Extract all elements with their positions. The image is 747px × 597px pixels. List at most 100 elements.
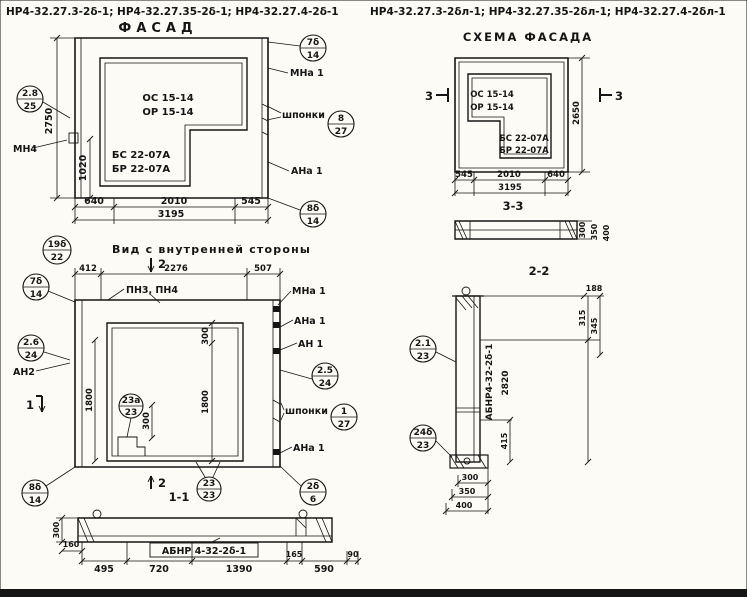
facade-scheme: ОС 15-14 ОР 15-14 БС 22-07А БР 22-07А 54… (425, 54, 623, 197)
callout-28-25: 2.8 25 (16, 85, 44, 113)
callout-bottom-number: 27 (338, 420, 351, 430)
section-mark-1: 1 (26, 398, 34, 412)
inner-view-title: Вид с внутренней стороны (112, 243, 311, 256)
callout-23a-23: 23а 23 (118, 393, 144, 419)
section-2-2-title: 2-2 (529, 264, 550, 278)
dim-2750: 2750 (44, 107, 55, 134)
facade-linework (32, 34, 301, 224)
scan-edge-strip (0, 589, 747, 597)
headers: НР4-32.27.3-2δ-1; НР4-32.27.35-2δ-1; НР4… (6, 6, 726, 44)
schema-title: СХЕМА ФАСАДА (463, 30, 593, 44)
dim-1800-left: 1800 (85, 388, 95, 412)
anchor-label-an2: АН2 (13, 367, 35, 378)
dim-545: 545 (241, 196, 261, 207)
anchor-label-ana1: АНа 1 (291, 166, 323, 177)
dim-412: 412 (79, 264, 97, 274)
anchor-label-mn4: МН4 (13, 144, 37, 155)
callout-25-24: 2.5 24 (311, 362, 339, 390)
callout-top-number: 8δ (307, 204, 319, 214)
inner-side-view: 19δ 22 Вид с внутренней стороны (13, 235, 358, 507)
callout-8d-14-bottom: 8δ 14 (21, 479, 49, 507)
keys-label: шпонки (282, 110, 325, 121)
callout-top-number: 8 (338, 114, 344, 124)
section-mark-3-right: 3 (615, 89, 623, 103)
dim-350: 350 (459, 487, 476, 496)
dim-345: 345 (590, 317, 599, 334)
section-3-3: 3-3 300 350 400 (454, 199, 611, 241)
facade-view: ОС 15-14 ОР 15-14 БС 22-07А БР 22-07А 64… (13, 34, 355, 228)
dim-720: 720 (149, 564, 169, 575)
callout-bottom-number: 23 (125, 408, 138, 418)
callout-top-number: 19δ (48, 240, 67, 250)
anchor-label-mna1: МНа 1 (290, 68, 324, 79)
door-block-label: БС 22-07А (112, 150, 170, 161)
dim-640: 640 (84, 196, 104, 207)
dim-2010: 2010 (497, 170, 521, 180)
dim-300: 300 (462, 473, 479, 482)
section-mark-3-left: 3 (425, 89, 433, 103)
dim-2276: 2276 (164, 264, 188, 274)
callout-top-number: 1 (341, 407, 347, 417)
dim-160: 160 (63, 540, 80, 549)
callout-7d-14: 7δ 14 (299, 34, 327, 62)
dim-188: 188 (586, 284, 603, 293)
callout-7d-14-left: 7δ 14 (22, 273, 50, 301)
dim-300-step: 300 (142, 412, 152, 430)
keys-label: шпонки (285, 406, 328, 417)
dim-1390: 1390 (226, 564, 253, 575)
callout-top-number: 2δ (307, 482, 319, 492)
dim-590: 590 (314, 564, 334, 575)
component-label-rotated: АБНР4-32-2δ-1 (485, 344, 495, 421)
dim-415: 415 (500, 432, 509, 449)
callout-8-27: 8 27 (327, 110, 355, 138)
section-2-2: 2-2 АБНР4-32-2δ-1 2820 188 315 345 (409, 264, 604, 515)
dim-1020: 1020 (78, 154, 89, 181)
callout-bottom-number: 23 (203, 491, 216, 501)
dim-300: 300 (578, 221, 587, 238)
callout-top-number: 7δ (30, 277, 42, 287)
callout-24d-23: 24δ 23 (409, 424, 437, 452)
callout-bottom-number: 14 (29, 496, 42, 506)
callout-19d-22: 19δ 22 (42, 235, 72, 265)
callout-1-27: 1 27 (330, 403, 358, 431)
callout-bottom-number: 23 (417, 352, 430, 362)
section-3-3-title: 3-3 (503, 199, 524, 213)
callout-21-23: 2.1 23 (409, 335, 437, 363)
dim-300-top: 300 (201, 327, 211, 345)
dim-2650: 2650 (572, 101, 582, 125)
dim-2820: 2820 (501, 370, 511, 395)
callout-23-23: 23 23 (196, 476, 222, 502)
window-block-label-2: ОР 15-14 (470, 103, 514, 113)
panel-codes-left: НР4-32.27.3-2δ-1; НР4-32.27.35-2δ-1; НР4… (6, 6, 339, 18)
section-3-3-linework (454, 220, 592, 240)
callout-top-number: 2.5 (317, 366, 333, 376)
callout-bottom-number: 22 (51, 253, 64, 263)
callout-bottom-number: 27 (335, 127, 348, 137)
section-2-2-linework (435, 286, 604, 515)
scheme-linework (436, 54, 612, 197)
window-block-label-2: ОР 15-14 (142, 107, 193, 118)
callout-top-number: 23а (122, 396, 141, 406)
callout-top-number: 24δ (414, 428, 433, 438)
callout-bottom-number: 25 (24, 102, 37, 112)
callout-26-24: 2.6 24 (17, 334, 45, 362)
component-label: АБНР 4-32-2δ-1 (162, 546, 246, 557)
callout-top-number: 2.6 (23, 338, 39, 348)
callout-top-number: 2.8 (22, 89, 38, 99)
window-block-label: ОС 15-14 (142, 93, 193, 104)
dim-640: 640 (547, 170, 565, 180)
callout-top-number: 7δ (307, 38, 319, 48)
anchor-label-ana1-bottom: АНа 1 (293, 443, 325, 454)
lintel-label: ПН3, ПН4 (126, 285, 178, 296)
door-block-label: БС 22-07А (499, 134, 549, 144)
dim-3195: 3195 (158, 209, 184, 220)
callout-top-number: 2.1 (415, 339, 431, 349)
dim-350: 350 (590, 223, 599, 240)
section-1-1-linework (56, 509, 362, 565)
anchor-label-an1: АН 1 (298, 339, 323, 350)
door-block-label-2: БР 22-07А (112, 164, 170, 175)
anchor-label-mna1: МНа 1 (292, 286, 326, 297)
callout-bottom-number: 24 (319, 379, 332, 389)
callout-bottom-number: 24 (25, 351, 38, 361)
